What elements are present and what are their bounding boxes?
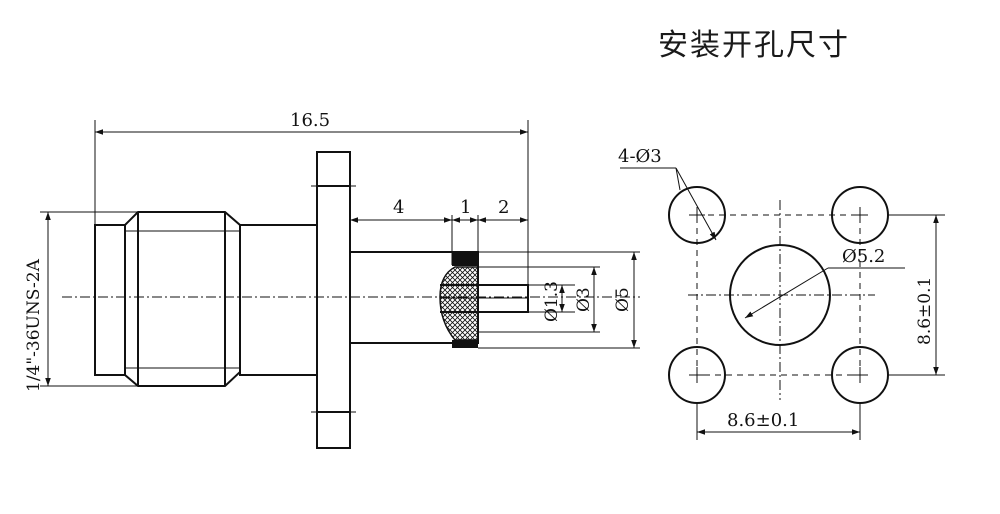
- dim-2: 2: [498, 197, 509, 218]
- insulator-ring-top: [452, 252, 478, 266]
- flange: [311, 151, 356, 449]
- thread-body: [94, 211, 241, 387]
- side-dimensions: 16.5 1/4"-36UNS-2A 4 1 2: [24, 110, 640, 392]
- dim-dia-insulator: Ø3: [574, 287, 594, 312]
- shank: [239, 224, 318, 376]
- dim-spacing-vertical: 8.6±0.1: [915, 277, 935, 345]
- dim-dia-pin: Ø1.3: [542, 281, 562, 322]
- dim-total-length: 16.5: [290, 110, 330, 131]
- dim-spacing-horizontal: 8.6±0.1: [727, 410, 799, 431]
- dim-holes-label: 4-Ø3: [618, 146, 662, 167]
- mounting-hole-top-left: [668, 186, 726, 244]
- panel-cutout-view: [668, 186, 889, 404]
- cutout-dimensions: 4-Ø3 Ø5.2 8.6±0.1 8.6±0.1: [618, 146, 945, 440]
- dim-4: 4: [393, 197, 404, 218]
- dim-center-hole: Ø5.2: [842, 246, 885, 267]
- center-hole: [729, 244, 831, 346]
- page-title: 安装开孔尺寸: [658, 28, 850, 63]
- dim-1: 1: [460, 197, 471, 218]
- connector-side-view: [62, 151, 640, 449]
- dim-thread-spec: 1/4"-36UNS-2A: [24, 258, 44, 392]
- insulator: [439, 266, 479, 341]
- dim-dia-body: Ø5: [613, 287, 633, 312]
- insulator-ring-bottom: [452, 340, 478, 348]
